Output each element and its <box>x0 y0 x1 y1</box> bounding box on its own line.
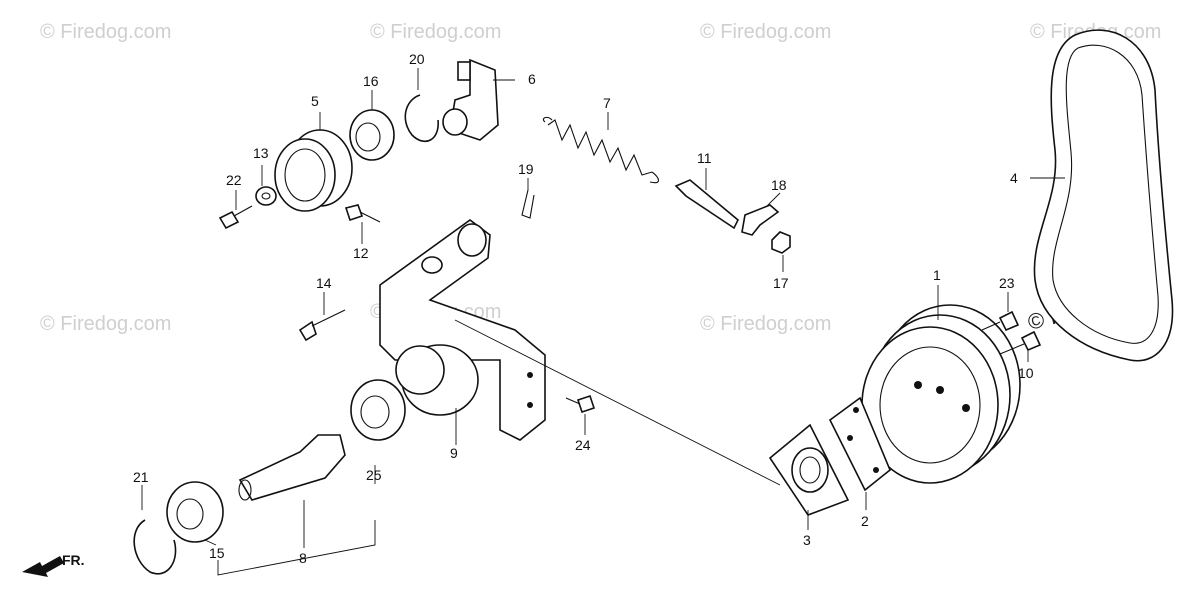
callout-17: 17 <box>773 275 789 291</box>
bolt <box>981 310 1020 332</box>
bolt <box>344 204 381 223</box>
callout-23: 23 <box>999 275 1015 291</box>
callout-20: 20 <box>409 51 425 67</box>
clip <box>741 204 780 236</box>
callout-11: 11 <box>697 150 712 166</box>
center-line <box>454 319 781 486</box>
circlip <box>133 519 177 575</box>
bolt <box>218 205 253 230</box>
pulley <box>861 304 1021 484</box>
shaft <box>238 434 346 501</box>
bracket <box>379 219 546 441</box>
front-direction-arrow-icon: FR. <box>22 552 85 577</box>
callout-6: 6 <box>528 71 536 87</box>
watermark: © Firedog.com <box>40 21 171 43</box>
callout-7: 7 <box>603 95 611 111</box>
roller <box>274 129 353 212</box>
callout-13: 13 <box>253 145 269 161</box>
callout-19: 19 <box>518 161 534 177</box>
circlip <box>404 94 439 143</box>
watermark: © Firedog.com <box>700 313 831 335</box>
callout-21: 21 <box>133 469 149 485</box>
leader-lines <box>141 68 1065 548</box>
plate <box>828 396 891 492</box>
callout-1: 1 <box>933 267 941 283</box>
callout-25: 25 <box>366 467 382 483</box>
nut <box>771 231 791 254</box>
callout-5: 5 <box>311 93 319 109</box>
pin <box>298 309 346 342</box>
front-label: FR. <box>62 552 85 568</box>
callout-12: 12 <box>353 245 369 261</box>
callout-22: 22 <box>226 172 242 188</box>
callout-16: 16 <box>363 73 379 89</box>
callout-3: 3 <box>803 532 811 548</box>
group-bracket <box>217 520 376 576</box>
watermark: © Firedog.com <box>700 21 831 43</box>
callout-24: 24 <box>575 437 591 453</box>
callout-8: 8 <box>299 550 307 566</box>
v-belt <box>1033 29 1174 362</box>
spring <box>542 116 660 184</box>
callout-18: 18 <box>771 177 787 193</box>
bearing <box>350 379 406 441</box>
callout-9: 9 <box>450 445 458 461</box>
callouts: 1 2 3 4 5 6 7 8 9 10 11 12 13 14 15 16 1… <box>133 51 1034 566</box>
bearing <box>166 481 224 543</box>
callout-4: 4 <box>1010 170 1018 186</box>
watermark: © Firedog.com <box>370 21 501 43</box>
flange-hub <box>768 423 850 516</box>
callout-2: 2 <box>861 513 869 529</box>
bolt <box>999 330 1042 355</box>
tension-arm <box>442 58 499 141</box>
bearing <box>349 109 395 161</box>
callout-14: 14 <box>316 275 332 291</box>
washer <box>255 186 277 206</box>
watermark: © Firedog.com <box>40 313 171 335</box>
callout-10: 10 <box>1018 365 1034 381</box>
cotter-pin <box>521 189 535 219</box>
rod-bolt <box>674 179 739 230</box>
callout-15: 15 <box>209 545 225 561</box>
bolt <box>565 394 596 414</box>
